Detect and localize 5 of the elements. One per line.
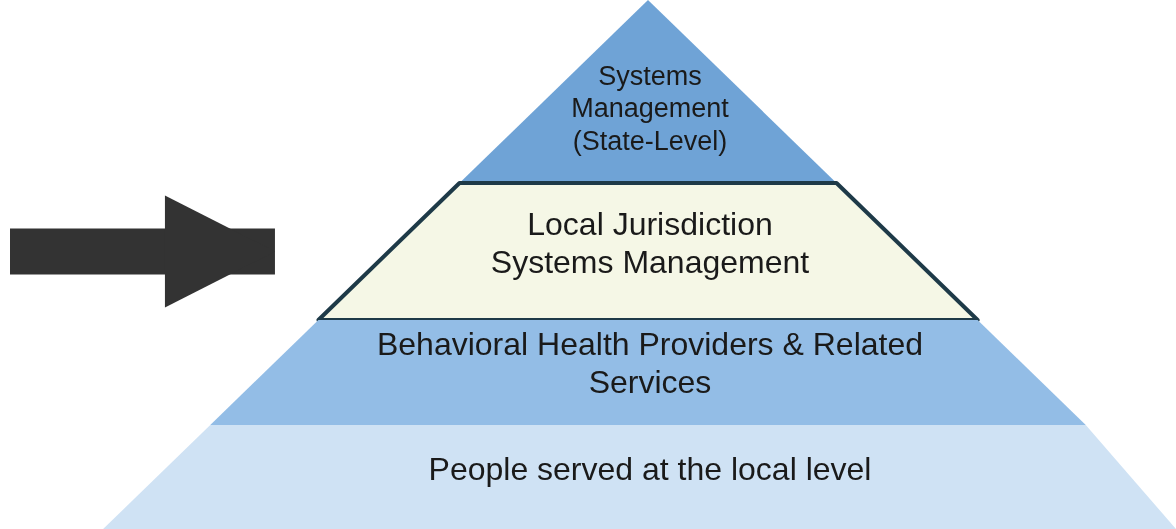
level-label: Local Jurisdiction Systems Management	[489, 205, 811, 282]
level-label: Behavioral Health Providers & Related Services	[375, 325, 925, 402]
level-label: People served at the local level	[427, 450, 873, 489]
level-label: Systems Management (State-Level)	[570, 60, 730, 158]
arrow	[10, 195, 275, 308]
